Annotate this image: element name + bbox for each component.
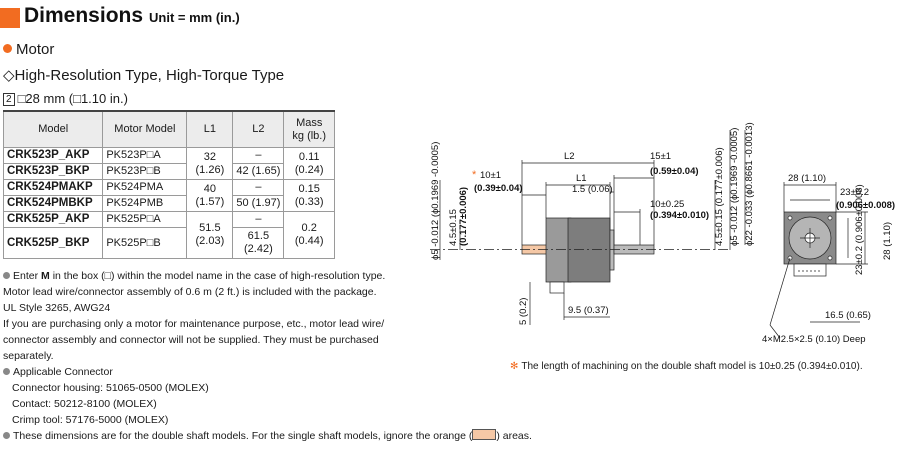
subsection-heading: ◇High-Resolution Type, High-Torque Type (3, 67, 285, 84)
header-motor-model: Motor Model (102, 110, 188, 148)
dim-v-23: 23±0.2 (0.906±0.008) (854, 184, 865, 275)
dim-16-5: 16.5 (0.65) (825, 310, 871, 321)
table-row: CRK525P_BKP PK525P□B 61.5(2.42) (2, 227, 335, 259)
dim-28: 28 (1.10) (788, 173, 826, 184)
note-enter-m: Enter M in the box (□) within the model … (3, 268, 393, 284)
asterisk-icon: ✻ (510, 361, 519, 372)
dim-m25-deep: 4×M2.5×2.5 (0.10) Deep (762, 334, 866, 345)
header-l2: L2 (232, 110, 285, 148)
dimension-drawing: ϕ5 -0.012 (ϕ0.1969 -0.0005) 4.5±0.15 (0.… (430, 122, 895, 345)
dim-10: 10±1 (480, 170, 501, 181)
dim-23-in: (0.906±0.008) (836, 200, 895, 211)
dim-23: 23±0.2 (840, 187, 869, 198)
bottom-note: These dimensions are for the double shaf… (3, 429, 532, 442)
dim-9-5: 9.5 (0.37) (568, 305, 609, 316)
dim-l2: L2 (564, 151, 575, 162)
notes-block: Enter M in the box (□) within the model … (3, 268, 393, 428)
dim-v-28: 28 (1.10) (882, 222, 893, 260)
connector-side (549, 281, 565, 294)
bullet-icon (3, 368, 10, 375)
table-row: CRK523P_AKP PK523P□A 32(1.26) – 0.11(0.2… (2, 147, 335, 180)
note-applicable-connector: Applicable Connector (3, 364, 393, 380)
dim-l1: L1 (576, 173, 587, 184)
bullet-icon (3, 272, 10, 279)
dim-v-dia22: ϕ22 -0.033 (ϕ0.8661 -0.0013) (744, 122, 755, 246)
dim-1-5: 1.5 (0.06) (572, 184, 613, 195)
dim-15-in: (0.59±0.04) (650, 166, 699, 177)
header-l1: L1 (186, 110, 234, 148)
unit-label: Unit = mm (in.) (149, 10, 240, 25)
section-heading: Motor (3, 41, 54, 58)
dim-shaft-dia-left: ϕ5 -0.012 (ϕ0.1969 -0.0005) (430, 142, 441, 260)
dim-v-dia5: ϕ5 -0.012 (ϕ0.1969 -0.0005) (729, 128, 740, 246)
dim-v-45: 4.5±0.15 (0.177±0.006) (714, 147, 725, 246)
asterisk-mark: * (472, 169, 477, 181)
asterisk-note: ✻The length of machining on the double s… (510, 361, 863, 372)
table-row: CRK524PMBKP PK524PMB 50 (1.97) (2, 195, 335, 212)
dim-5: 5 (0.2) (518, 298, 529, 325)
dim-tol-left: 4.5±0.15 (448, 209, 459, 246)
orange-area-swatch (472, 429, 497, 440)
frame-size-label: 2□28 mm (□1.10 in.) (3, 91, 128, 106)
table-row: CRK525P_AKP PK525P□A 51.5(2.03) – 0.2(0.… (2, 211, 335, 259)
pilot-flange (609, 229, 615, 271)
dim-10b: 10±0.25 (650, 199, 684, 210)
header-model: Model (2, 110, 104, 148)
dim-15: 15±1 (650, 151, 671, 162)
bullet-icon (3, 432, 10, 439)
dim-10b-in: (0.394±0.010) (650, 210, 709, 221)
table-row: CRK524PMAKP PK524PMA 40(1.57) – 0.15(0.3… (2, 179, 335, 212)
dim-tol-left-in: (0.177±0.006) (458, 187, 469, 246)
header-square (0, 8, 20, 28)
size-badge: 2 (3, 93, 15, 106)
front-view-connector (793, 263, 827, 277)
table-row: CRK523P_BKP PK523P□B 42 (1.65) (2, 163, 335, 180)
dim-10-in: (0.39±0.04) (474, 183, 523, 194)
motor-body-front (567, 217, 611, 283)
bullet-dot-icon (3, 44, 12, 53)
motor-body-rear (545, 217, 572, 283)
